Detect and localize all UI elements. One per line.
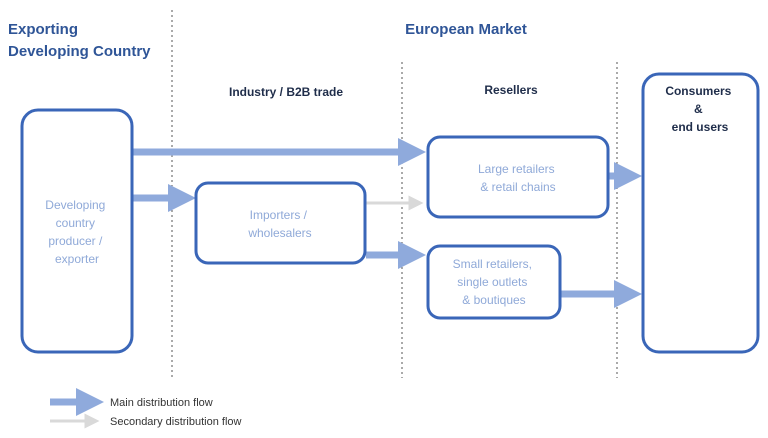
legend: Main distribution flow Secondary distrib…: [50, 388, 242, 429]
svg-text:Developing country: Developing country producer / exporter: [45, 198, 108, 266]
node-large-retailers: Large retailers & retail chains: [426, 135, 610, 219]
legend-main-flow-label: Main distribution flow: [110, 397, 213, 409]
resellers-header: Resellers: [484, 83, 538, 97]
exporting-header: Exporting Developing Country: [8, 21, 151, 60]
node-importers: Importers / wholesalers: [194, 181, 367, 265]
svg-text:Small retailers, single: Small retailers, single outlets & boutiq…: [453, 257, 536, 307]
svg-text:Consumers & end us: Consumers & end users: [665, 84, 734, 134]
legend-secondary-flow-label: Secondary distribution flow: [110, 416, 242, 428]
node-consumers: Consumers & end users: [641, 72, 760, 354]
european-market-header: European Market: [405, 21, 527, 38]
industry-b2b-header: Industry / B2B trade: [229, 85, 343, 99]
node-producer: Developing country producer / exporter: [20, 108, 134, 354]
node-small-retailers: Small retailers, single outlets & boutiq…: [426, 244, 562, 320]
svg-text:Importers / wholesalers: Importers / wholesalers: [247, 208, 311, 240]
svg-text:Large retailers & retail: Large retailers & retail chains: [478, 162, 558, 194]
